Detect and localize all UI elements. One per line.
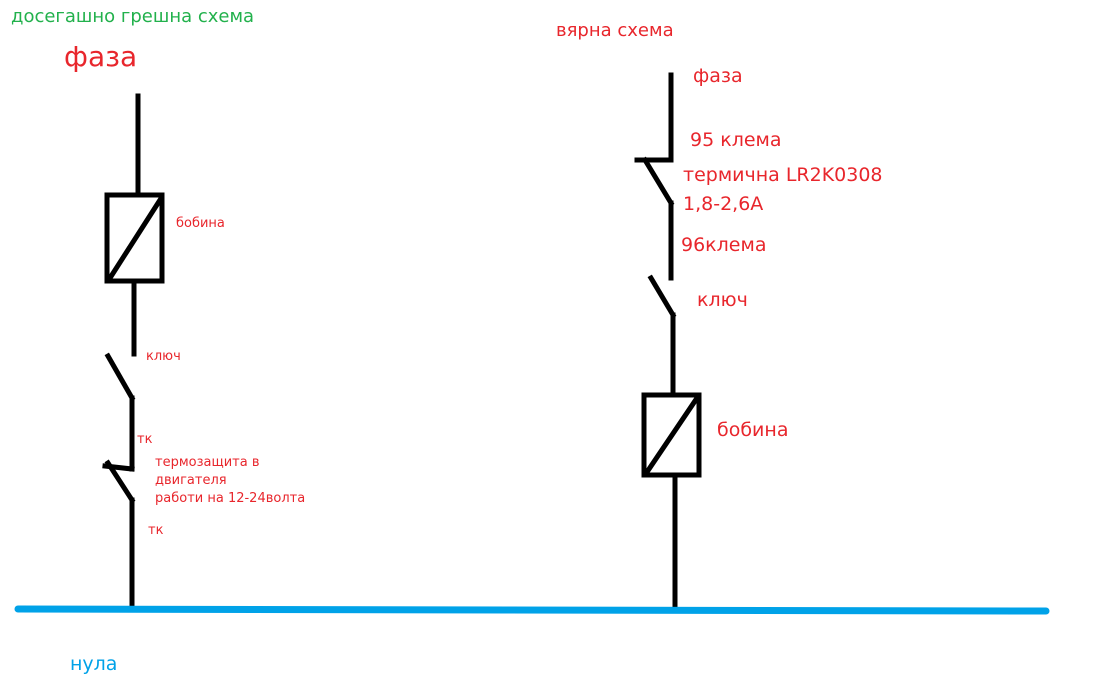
right-current-range-label: 1,8-2,6А bbox=[683, 193, 764, 215]
left-key-contact bbox=[104, 352, 136, 402]
right-key-label: ключ bbox=[697, 289, 748, 311]
left-diagram-title: досегашно грешна схема bbox=[11, 6, 255, 27]
right-coil-diagonal bbox=[643, 394, 701, 476]
left-coil-label: бобина bbox=[176, 216, 225, 231]
left-thermal-line-2: двигателя bbox=[155, 473, 227, 488]
left-thermal-line-1: термозащита в bbox=[155, 455, 260, 470]
right-clamp96-label: 96клема bbox=[681, 234, 767, 256]
left-thermal-line-3: работи на 12-24волта bbox=[155, 491, 306, 506]
right-thermal-relay-label: термична LR2K0308 bbox=[683, 164, 883, 186]
right-phase-label: фаза bbox=[693, 65, 743, 87]
right-coil-symbol bbox=[641, 392, 702, 478]
right-clamp95-label: 95 клема bbox=[690, 129, 782, 151]
right-diagram-title: вярна схема bbox=[556, 20, 674, 41]
left-phase-label: фаза bbox=[64, 40, 138, 73]
right-thermal-contact bbox=[641, 156, 675, 207]
left-tk-bottom-label: тк bbox=[148, 523, 164, 538]
left-circuit bbox=[102, 93, 165, 610]
left-key-label: ключ bbox=[146, 349, 181, 364]
left-coil-diagonal bbox=[106, 196, 164, 282]
left-tk-top-label: тк bbox=[137, 432, 153, 447]
right-coil-label: бобина bbox=[717, 419, 789, 441]
right-circuit bbox=[634, 72, 702, 613]
left-thermal-contact bbox=[104, 459, 136, 504]
right-key-contact bbox=[647, 274, 677, 319]
neutral-bus-line bbox=[14, 605, 1050, 615]
neutral-label: нула bbox=[70, 653, 118, 675]
